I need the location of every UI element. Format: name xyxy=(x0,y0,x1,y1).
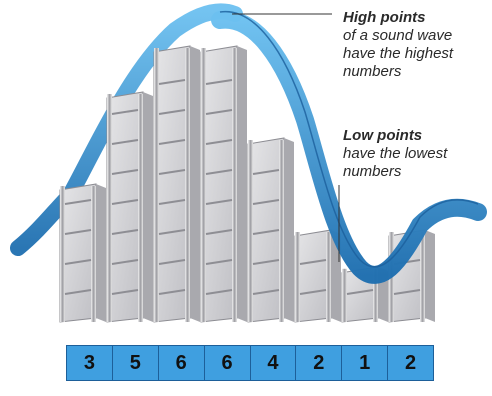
low-points-line-2: numbers xyxy=(343,163,447,181)
sample-bar xyxy=(60,184,106,322)
sample-value-cell: 2 xyxy=(388,346,433,380)
low-points-heading: Low points xyxy=(343,127,447,145)
sample-value-cell: 4 xyxy=(251,346,297,380)
high-points-line-1: of a sound wave xyxy=(343,27,453,45)
sample-value-cell: 2 xyxy=(296,346,342,380)
sample-bar xyxy=(295,230,341,322)
sample-value-cell: 5 xyxy=(113,346,159,380)
high-points-annotation: High points of a sound wave have the hig… xyxy=(343,9,453,81)
sample-value-strip: 3 5 6 6 4 2 1 2 xyxy=(66,345,434,381)
sample-value-cell: 6 xyxy=(205,346,251,380)
high-points-line-3: numbers xyxy=(343,63,453,81)
low-points-line-1: have the lowest xyxy=(343,145,447,163)
low-points-annotation: Low points have the lowest numbers xyxy=(343,127,447,181)
sample-bar xyxy=(201,46,247,322)
sample-bar xyxy=(154,46,200,322)
high-points-heading: High points xyxy=(343,9,453,27)
sample-bar xyxy=(248,138,294,322)
sample-value-cell: 3 xyxy=(67,346,113,380)
sample-value-cell: 1 xyxy=(342,346,388,380)
sample-value-cell: 6 xyxy=(159,346,205,380)
high-points-line-2: have the highest xyxy=(343,45,453,63)
sample-bar xyxy=(107,92,153,322)
